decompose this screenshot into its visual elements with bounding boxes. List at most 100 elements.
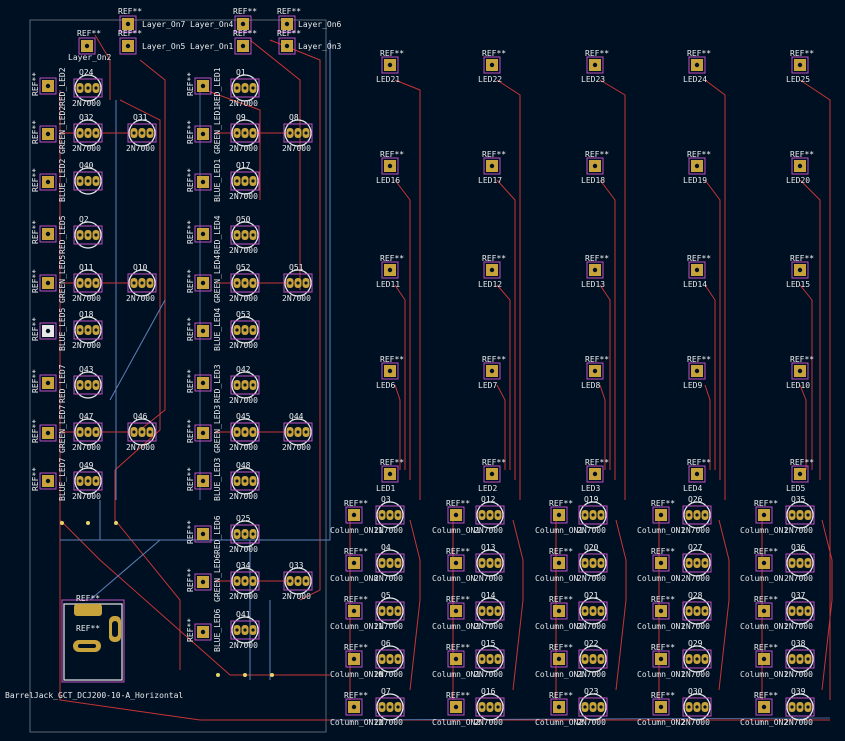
led-pad-led20-courtyard	[791, 157, 809, 175]
column-label-2-4: Column_ON1	[740, 622, 788, 631]
column-pad-ref-2-3: REF**	[651, 595, 675, 604]
mid-led-label-9: BLUE_LED3	[213, 457, 222, 501]
column-pad-ref-4-1: REF**	[446, 691, 470, 700]
column-pad-2-2-drill	[556, 608, 562, 614]
led-label-led21: LED21	[376, 75, 400, 84]
column-transistor-q19-drill-2	[591, 513, 595, 517]
column-pad-4-3-drill	[658, 704, 664, 710]
mid-led-pad-11-drill	[200, 579, 206, 585]
column-transistor-q37-drill-2	[798, 609, 802, 613]
column-transistor-q15-drill-3	[496, 657, 500, 661]
led-ref-led3: REF**	[585, 458, 609, 467]
trace-col-12	[599, 284, 611, 470]
transistor-q33-courtyard	[283, 571, 313, 591]
left-led-pad-ref-8: REF**	[31, 419, 40, 443]
transistor-q44-outline	[284, 418, 312, 446]
left-led-pad-3-courtyard	[39, 173, 57, 191]
transistor-q45-outline	[231, 418, 259, 446]
transistor-q41-value: 2N7000	[229, 641, 258, 650]
barrel-jack-slot-3	[78, 644, 96, 648]
column-pad-4-0-courtyard	[345, 698, 363, 716]
transistor-q32-drill-2	[86, 131, 90, 135]
led-pad-led17-drill	[489, 163, 495, 169]
mid-led-pad-6-courtyard	[194, 322, 212, 340]
column-pad-0-3-drill	[658, 512, 664, 518]
left-led-pad-3-drill	[45, 179, 51, 185]
column-transistor-q4-drill-1	[380, 561, 384, 565]
transistor-q25-outline	[231, 520, 259, 548]
column-transistor-q37-outline	[786, 597, 814, 625]
transistor-q31-ref: Q31	[133, 113, 148, 122]
column-transistor-q14-courtyard	[475, 601, 505, 621]
transistor-q8-drill-2	[296, 131, 300, 135]
mid-led-pad-4	[194, 225, 212, 243]
column-transistor-q28-drill-3	[703, 609, 707, 613]
led-pad-led8-drill	[592, 368, 598, 374]
trace-col-1	[394, 79, 421, 500]
trace-left-1	[59, 90, 330, 676]
led-pad-led20	[791, 157, 809, 175]
column-transistor-q6-courtyard	[375, 649, 405, 669]
column-transistor-q37-drill-3	[806, 609, 810, 613]
column-transistor-q14-drill-2	[488, 609, 492, 613]
column-transistor-q7-drill-1	[380, 705, 384, 709]
transistor-q51-courtyard	[283, 273, 313, 293]
column-transistor-q7-drill-2	[388, 705, 392, 709]
column-transistor-q29-courtyard	[682, 649, 712, 669]
led-pad-led9-courtyard	[688, 362, 706, 380]
column-pad-1-1	[447, 554, 465, 572]
transistor-q46-value: 2N7000	[126, 443, 155, 452]
column-transistor-q13-ref: Q13	[481, 543, 496, 552]
barrel-jack-pad-1	[74, 604, 102, 616]
column-transistor-q29-value: 2N7000	[681, 670, 710, 679]
transistor-q9-drill-1	[235, 131, 239, 135]
layer-pad-5-drill	[240, 43, 246, 49]
led-pad-led17-courtyard	[483, 157, 501, 175]
column-pad-1-0	[345, 554, 363, 572]
mid-led-pad-ref-10: REF**	[186, 520, 195, 544]
left-led-pad-ref-7: REF**	[31, 369, 40, 393]
transistor-q24-drill-1	[78, 86, 82, 90]
transistor-q9-value: 2N7000	[229, 144, 258, 153]
transistor-q48-drill-1	[235, 479, 239, 483]
column-pad-4-3	[652, 698, 670, 716]
column-label-2-2: Column_ON1	[535, 622, 583, 631]
left-led-pad-5-courtyard	[39, 274, 57, 292]
transistor-q17-drill-2	[243, 179, 247, 183]
led-pad-led17	[483, 157, 501, 175]
layer-pad-ref-6: REF**	[277, 29, 301, 38]
column-pad-0-0-courtyard	[345, 506, 363, 524]
mid-led-pad-5	[194, 274, 212, 292]
column-transistor-q5-drill-2	[388, 609, 392, 613]
left-led-label-3: BLUE_LED2	[58, 158, 67, 202]
via-1	[86, 521, 90, 525]
transistor-q47-drill-3	[94, 430, 98, 434]
layer-pad-2	[234, 15, 252, 33]
mid-led-label-1: RED_LED1	[213, 67, 222, 106]
column-transistor-q12-drill-1	[480, 513, 484, 517]
transistor-q8-ref: Q8	[289, 113, 299, 122]
column-transistor-q38	[785, 645, 815, 673]
column-pad-ref-2-2: REF**	[549, 595, 573, 604]
transistor-q1-value: 2N7000	[229, 99, 258, 108]
led-pad-led23	[586, 56, 604, 74]
transistor-q9-ref: Q9	[236, 113, 246, 122]
column-transistor-q21-value: 2N7000	[577, 622, 606, 631]
column-transistor-q28-outline	[683, 597, 711, 625]
column-transistor-q35	[785, 501, 815, 529]
column-label-4-3: Column_ON2	[637, 718, 685, 727]
column-label-4-0: Column_ON12	[330, 718, 383, 727]
mid-led-pad-3-courtyard	[194, 173, 212, 191]
column-transistor-q23-drill-2	[591, 705, 595, 709]
column-transistor-q26-value: 2N7000	[681, 526, 710, 535]
column-label-0-3: Column_ON1	[637, 526, 685, 535]
mid-led-pad-ref-1: REF**	[186, 72, 195, 96]
column-transistor-q3-courtyard	[375, 505, 405, 525]
led-pad-led24	[688, 56, 706, 74]
transistor-q41	[230, 616, 260, 644]
column-transistor-q4-drill-2	[388, 561, 392, 565]
left-led-pad-4-drill	[45, 231, 51, 237]
led-ref-led16: REF**	[380, 150, 404, 159]
transistor-q24-outline	[74, 74, 102, 102]
layer-pad-6	[278, 37, 296, 55]
